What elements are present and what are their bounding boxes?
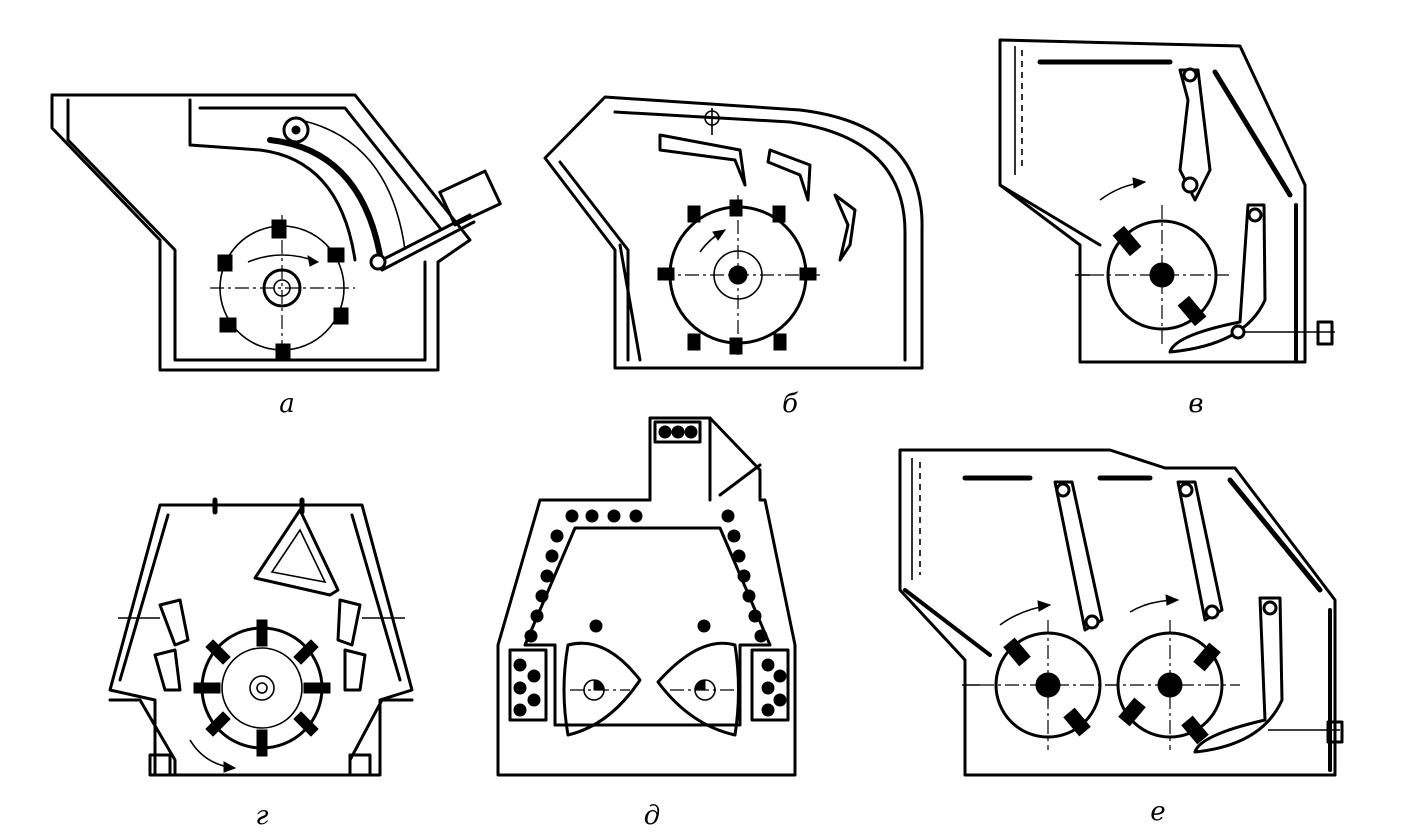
balls-group — [524, 509, 768, 643]
caption-a: а — [279, 389, 295, 419]
crusher-diagram-d: д — [496, 416, 797, 831]
crusher-diagram-a: а — [50, 93, 502, 419]
caption-d: д — [644, 801, 660, 831]
crusher-diagram-g: г — [108, 497, 414, 831]
caption-e: е — [1150, 797, 1165, 827]
rotation-arrow-icon — [247, 254, 319, 263]
crusher-diagram-b: б — [543, 95, 924, 419]
caption-b: б — [782, 389, 798, 419]
crusher-diagram-e: е — [898, 448, 1344, 827]
caption-v: в — [1188, 389, 1203, 419]
caption-g: г — [255, 801, 268, 831]
crusher-diagram-v: в — [998, 38, 1335, 419]
